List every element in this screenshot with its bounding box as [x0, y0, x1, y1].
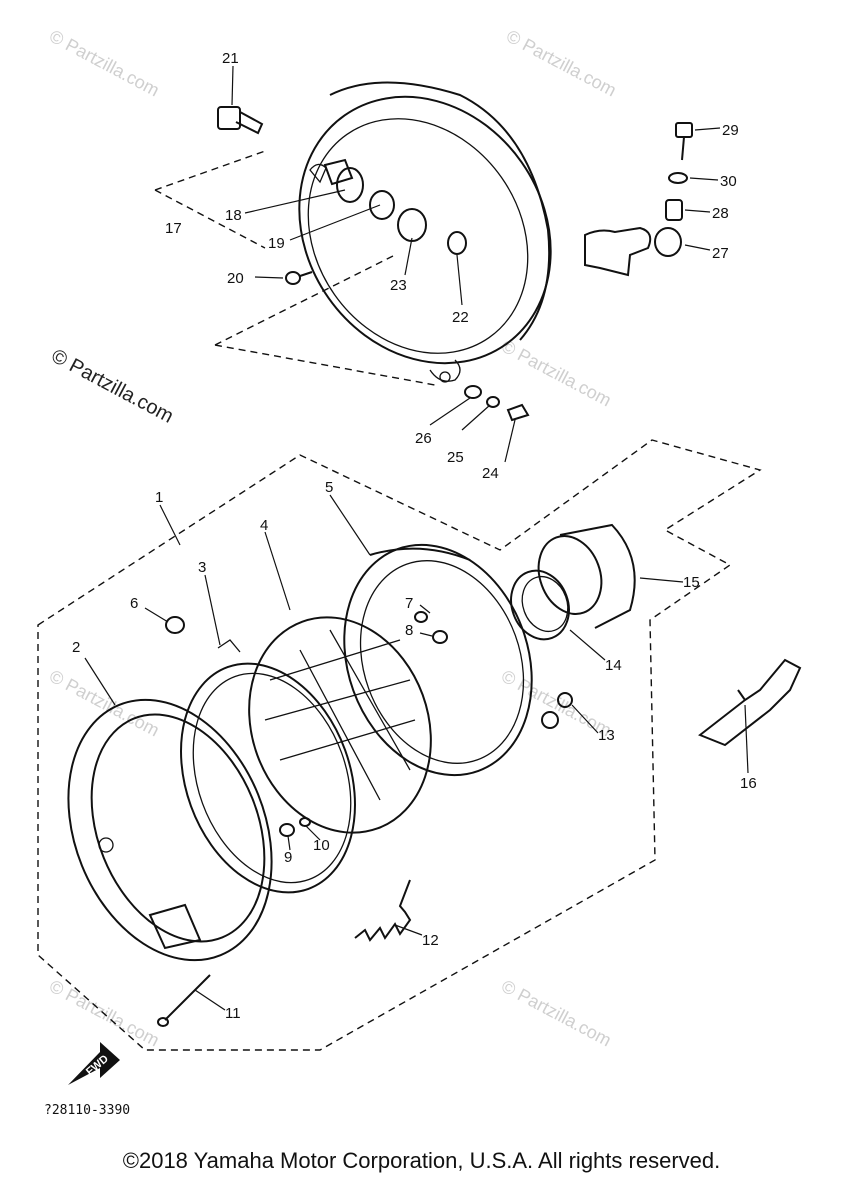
fwd-arrow: FWD — [68, 1042, 120, 1085]
callout-12: 12 — [422, 932, 439, 949]
callout-9: 9 — [284, 849, 292, 866]
callout-8: 8 — [405, 622, 413, 639]
callout-20: 20 — [227, 270, 244, 287]
watermark-strong: © Partzilla.com — [48, 345, 177, 428]
callout-11: 11 — [225, 1005, 241, 1022]
rim-2 — [67, 698, 273, 962]
callout-21: 21 — [222, 50, 239, 67]
callout-15: 15 — [683, 574, 700, 591]
callout-30: 30 — [720, 173, 737, 190]
callout-23: 23 — [390, 277, 407, 294]
bulb-16 — [698, 658, 802, 747]
small-screws — [165, 611, 573, 837]
callout-2: 2 — [72, 639, 80, 656]
callout-14: 14 — [605, 657, 622, 674]
callout-26: 26 — [415, 430, 432, 447]
callout-3: 3 — [198, 559, 206, 576]
callout-22: 22 — [452, 309, 469, 326]
callout-labels: 1 2 3 4 5 6 7 8 9 10 11 12 13 14 15 16 1… — [72, 50, 757, 1022]
bolt-11 — [157, 974, 211, 1027]
bolt-21 — [217, 106, 264, 135]
bracket-group — [464, 122, 693, 422]
callout-5: 5 — [325, 479, 333, 496]
callout-13: 13 — [598, 727, 615, 744]
watermark: © Partzilla.com — [498, 976, 614, 1051]
headlight-case — [298, 81, 552, 383]
copyright-footer: ©2018 Yamaha Motor Corporation, U.S.A. A… — [122, 1148, 721, 1173]
leader-outline-upper — [154, 149, 436, 386]
screw-20 — [285, 271, 313, 285]
callout-18: 18 — [225, 207, 242, 224]
callout-29: 29 — [722, 122, 739, 139]
lens-unit-4 — [248, 616, 432, 834]
callout-10: 10 — [313, 837, 330, 854]
leader-lines — [84, 65, 749, 1011]
diagram-code: ?28110-3390 — [44, 1103, 130, 1118]
watermark: © Partzilla.com — [46, 666, 162, 741]
grommet-parts — [323, 158, 467, 255]
callout-25: 25 — [447, 449, 464, 466]
callout-17: 17 — [165, 220, 182, 237]
callout-16: 16 — [740, 775, 757, 792]
group-outline-1 — [37, 439, 762, 1051]
callout-1: 1 — [155, 489, 163, 506]
callout-28: 28 — [712, 205, 729, 222]
callout-7: 7 — [405, 595, 413, 612]
cover-15 — [537, 523, 636, 629]
watermark: © Partzilla.com — [498, 336, 614, 411]
callout-24: 24 — [482, 465, 499, 482]
socket-14 — [510, 569, 570, 641]
watermark: © Partzilla.com — [503, 26, 619, 101]
watermark: © Partzilla.com — [46, 26, 162, 101]
housing-5 — [343, 543, 559, 777]
spring-12 — [354, 879, 412, 942]
callout-6: 6 — [130, 595, 138, 612]
callout-19: 19 — [268, 235, 285, 252]
ring-3 — [180, 639, 356, 894]
callout-27: 27 — [712, 245, 729, 262]
callout-4: 4 — [260, 517, 268, 534]
